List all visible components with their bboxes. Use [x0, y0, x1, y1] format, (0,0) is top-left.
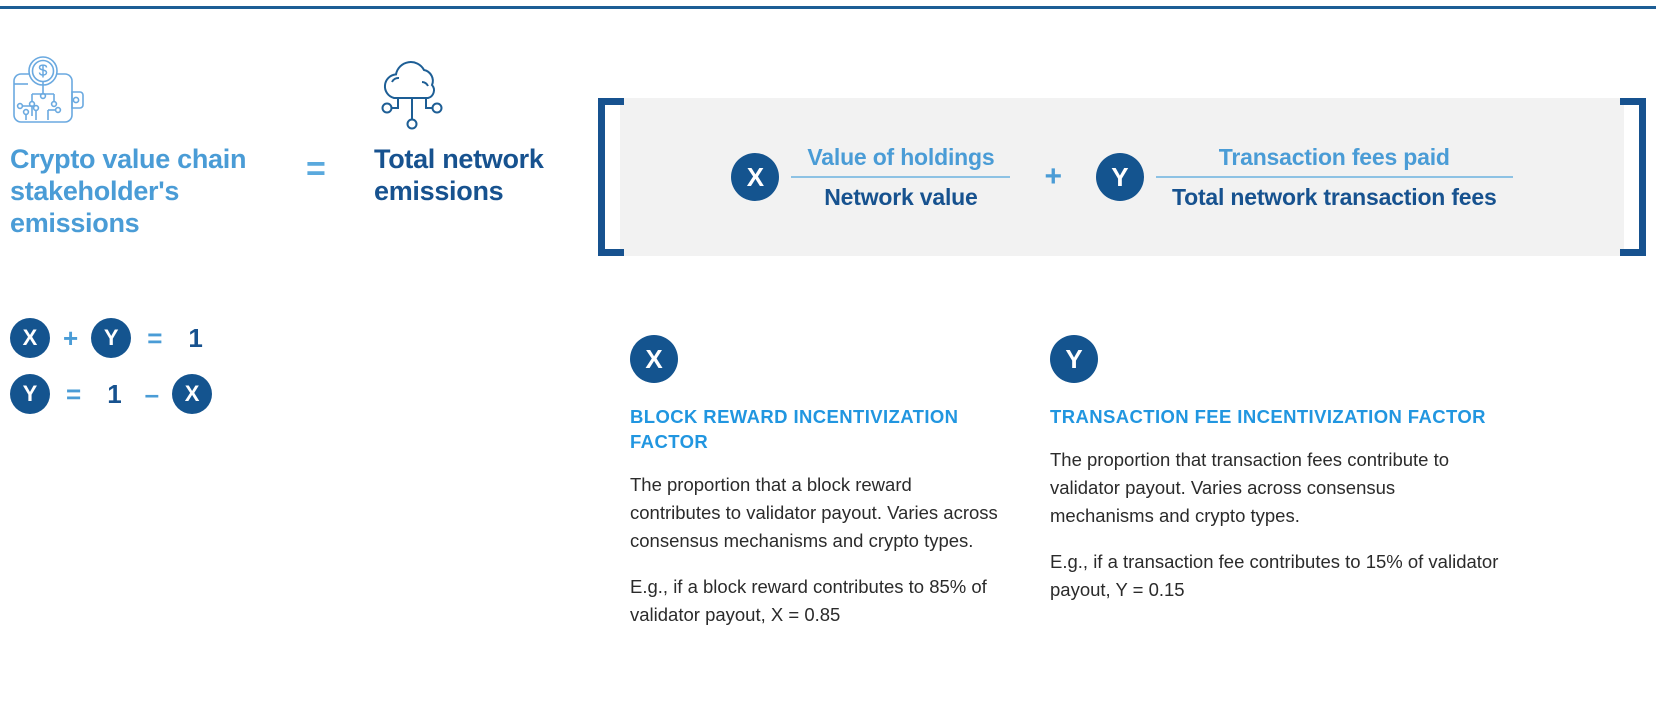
formula-panel: X Value of holdings Network value + Y Tr… [598, 98, 1646, 256]
equation-1-value: 1 [188, 323, 203, 353]
badge-x-eq1: X [10, 318, 50, 358]
fraction-x-bar [791, 175, 1011, 178]
description-x-title: BLOCK REWARD INCENTIVIZATION FACTOR [630, 406, 959, 452]
cloud-network-icon [372, 52, 452, 136]
fraction-x: Value of holdings Network value [791, 143, 1011, 211]
bracket-left [598, 98, 624, 256]
badge-x-description: X [630, 335, 678, 383]
formula-content: X Value of holdings Network value + Y Tr… [628, 98, 1616, 256]
equation-1-operator-plus: + [63, 323, 79, 353]
formula-plus-operator: + [1044, 160, 1062, 193]
equation-2-value: 1 [107, 379, 122, 409]
description-y-title: TRANSACTION FEE INCENTIVIZATION FACTOR [1050, 406, 1486, 427]
badge-x-eq2: X [172, 374, 213, 414]
identity-equations: X + Y = 1 Y = 1 – X [10, 310, 213, 422]
formula-term-x: X Value of holdings Network value [731, 143, 1011, 211]
description-y-paragraph-2: E.g., if a transaction fee contributes t… [1050, 551, 1499, 601]
fraction-y-denominator: Total network transaction fees [1171, 183, 1497, 210]
fraction-y: Transaction fees paid Total network tran… [1155, 143, 1513, 211]
badge-x-formula: X [731, 153, 780, 201]
description-x-paragraph-1: The proportion that a block reward contr… [630, 473, 998, 552]
badge-y-eq1: Y [91, 318, 132, 358]
fraction-y-bar [1155, 175, 1513, 178]
equation-row-2: Y = 1 – X [10, 366, 213, 422]
fraction-x-denominator: Network value [824, 183, 978, 210]
description-x-paragraph-2: E.g., if a block reward contributes to 8… [630, 576, 987, 626]
formula-term-y: Y Transaction fees paid Total network tr… [1095, 143, 1513, 211]
equation-2-operator-equals: = [66, 379, 82, 409]
crypto-wallet-icon [8, 52, 88, 136]
headline-left-text: Crypto value chain stakeholder's emissio… [10, 144, 247, 238]
description-card-y: Y TRANSACTION FEE INCENTIVIZATION FACTOR… [1050, 335, 1502, 605]
badge-y-eq2: Y [10, 374, 50, 414]
badge-y-description: Y [1050, 335, 1098, 383]
description-y-paragraph-1: The proportion that transaction fees con… [1050, 448, 1450, 527]
description-card-x: X BLOCK REWARD INCENTIVIZATION FACTOR Th… [630, 335, 1002, 629]
headline-right-text: Total network emissions [374, 144, 544, 206]
badge-y-formula: Y [1095, 153, 1144, 201]
fraction-y-numerator: Transaction fees paid [1218, 143, 1450, 170]
top-divider-rule [0, 6, 1656, 9]
headline-equals-sign: = [306, 150, 326, 188]
equation-row-1: X + Y = 1 [10, 310, 213, 366]
equation-1-operator-equals: = [147, 323, 163, 353]
equation-2-operator-minus: – [144, 379, 160, 409]
bracket-right [1620, 98, 1646, 256]
fraction-x-numerator: Value of holdings [807, 143, 995, 170]
